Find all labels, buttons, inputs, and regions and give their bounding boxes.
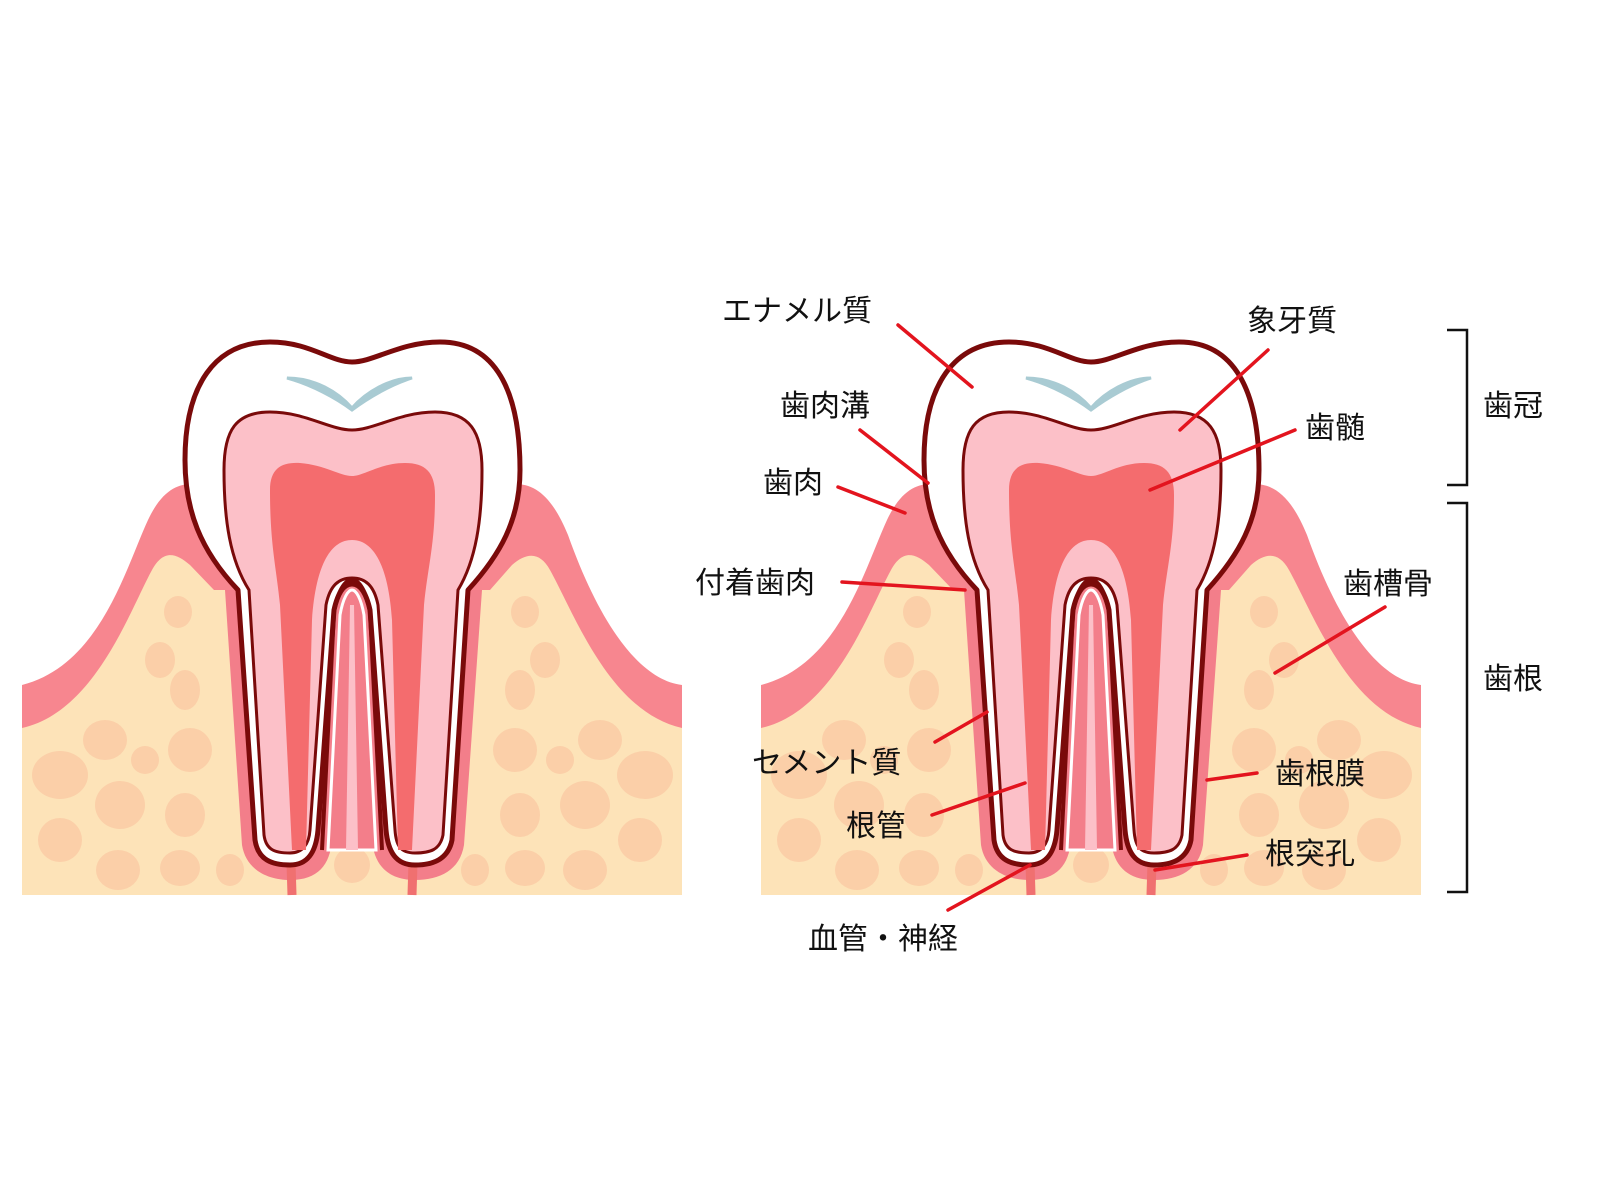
- tooth-illustration-plain: [22, 342, 682, 895]
- pointer-alveolar-bone: [1273, 605, 1387, 675]
- label-attached-gingiva: 付着歯肉: [695, 566, 815, 601]
- label-enamel: エナメル質: [722, 294, 872, 329]
- label-dentin: 象牙質: [1247, 304, 1337, 339]
- pointer-attached-gingiva: [840, 580, 967, 592]
- label-root: 歯根: [1483, 662, 1543, 697]
- label-gingival-sulcus: 歯肉溝: [780, 389, 870, 424]
- pointer-cementum: [933, 710, 989, 744]
- pointer-pulp: [1148, 428, 1297, 492]
- root-bracket: [1447, 501, 1469, 894]
- pointer-gingival-sulcus: [858, 428, 930, 485]
- pointer-gingiva: [836, 485, 907, 515]
- label-gingiva: 歯肉: [763, 466, 823, 501]
- label-vessels-nerves: 血管・神経: [808, 922, 958, 957]
- pointer-lines: [836, 323, 1387, 912]
- label-pulp: 歯髄: [1305, 411, 1365, 446]
- label-root-canal: 根管: [846, 809, 906, 844]
- pointer-enamel: [896, 323, 974, 389]
- pointer-apical-foramen: [1153, 853, 1249, 872]
- pointer-periodontal-ligament: [1205, 771, 1259, 782]
- pointer-root-canal: [930, 781, 1027, 817]
- crown-bracket: [1447, 328, 1469, 487]
- label-alveolar-bone: 歯槽骨: [1343, 567, 1433, 602]
- label-apical-foramen: 根突孔: [1265, 837, 1355, 872]
- pointer-dentin: [1178, 348, 1270, 432]
- label-periodontal-ligament: 歯根膜: [1275, 757, 1365, 792]
- label-cementum: セメント質: [752, 746, 901, 781]
- label-crown: 歯冠: [1483, 389, 1543, 424]
- pointer-vessels-nerves: [946, 863, 1032, 912]
